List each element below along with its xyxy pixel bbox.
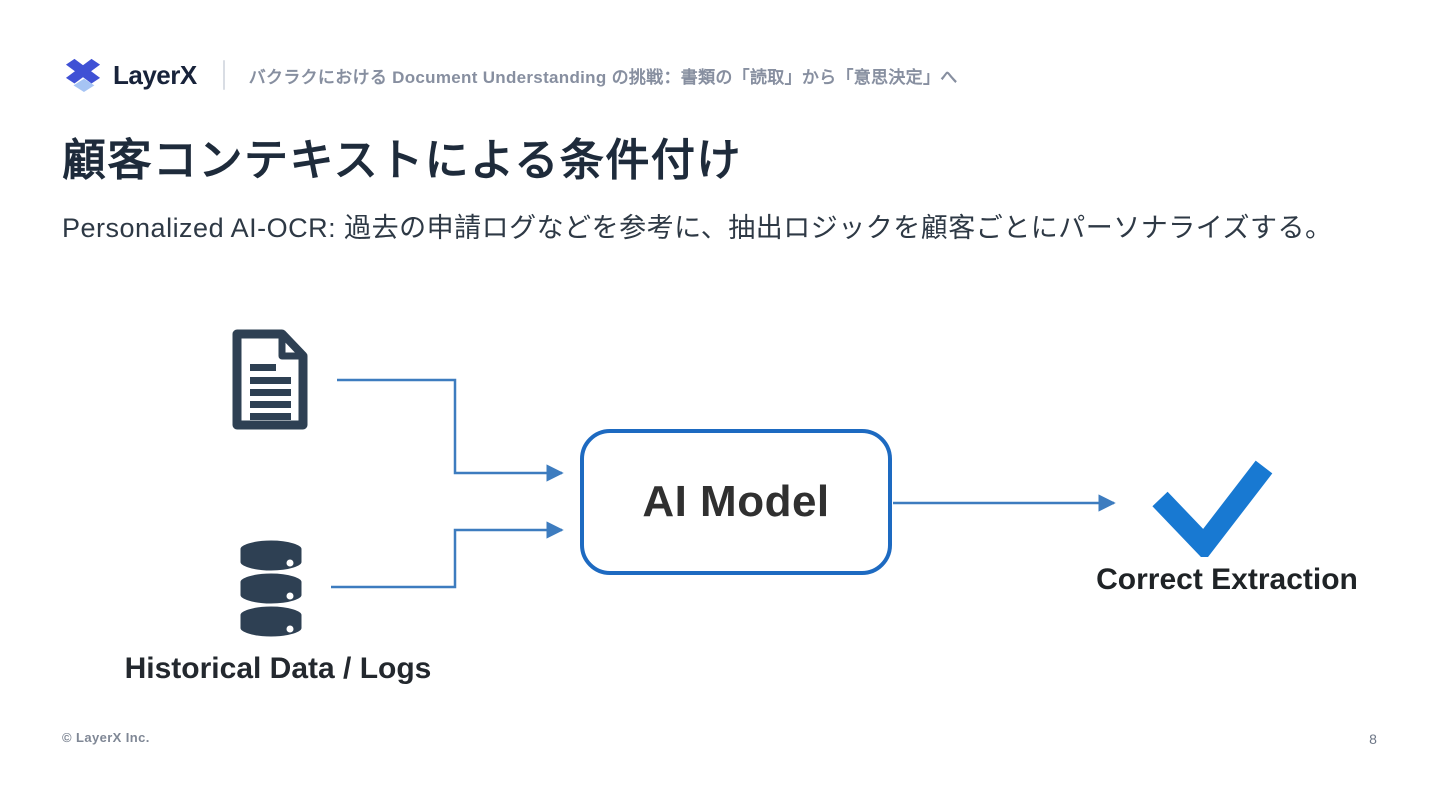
layerx-logo: LayerX	[62, 57, 197, 93]
correct-extraction-label: Correct Extraction	[1096, 563, 1358, 596]
header-subtitle: バクラクにおける Document Understanding の挑戦：書類の「…	[248, 67, 958, 87]
page-description: Personalized AI-OCR: 過去の申請ログなどを参考に、抽出ロジッ…	[62, 213, 1333, 243]
copyright: © LayerX Inc.	[62, 730, 150, 745]
header-divider	[222, 60, 225, 90]
database-icon	[237, 537, 305, 639]
checkmark-icon	[1152, 460, 1273, 557]
page-title: 顧客コンテキストによる条件付け	[62, 136, 742, 185]
layerx-logo-icon	[65, 58, 101, 93]
logo-wordmark: LayerX	[113, 59, 197, 90]
page-number: 8	[1369, 731, 1377, 747]
ai-model-label: AI Model	[642, 477, 830, 526]
ai-model-box: AI Model	[580, 429, 892, 575]
historical-data-label: Historical Data / Logs	[124, 652, 432, 685]
document-icon	[232, 329, 308, 430]
slide-header: LayerX バクラクにおける Document Understanding の…	[62, 56, 958, 94]
